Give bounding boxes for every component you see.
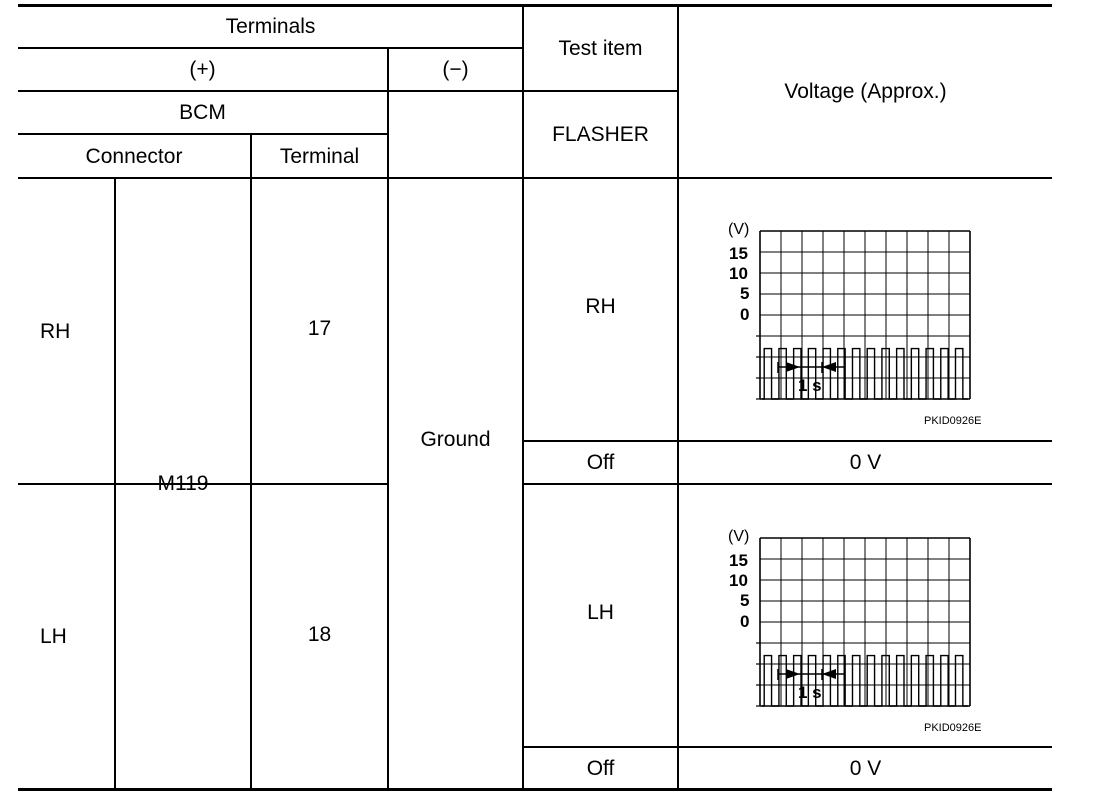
test-item-rh: RH: [585, 295, 616, 318]
figure-code: PKID0926E: [924, 415, 981, 427]
voltage-rh-off: 0 V: [849, 451, 882, 474]
header-connector: Connector: [85, 144, 183, 168]
rule-under-plus-minus: [18, 90, 678, 92]
col-rule-plus-minus: [387, 47, 389, 790]
header-terminal: Terminal: [279, 144, 360, 168]
figure-code: PKID0926E: [924, 722, 981, 734]
header-terminals: Terminals: [225, 15, 316, 38]
y-tick-label: 10: [729, 571, 748, 590]
y-tick-label: 15: [729, 244, 748, 263]
test-item-rh-off: Off: [586, 451, 615, 474]
header-plus: (+): [189, 58, 216, 81]
y-tick-label: 5: [740, 591, 749, 610]
header-bcm: BCM: [179, 101, 226, 124]
time-marker-label: 1 s: [798, 683, 822, 702]
y-tick-label: 15: [729, 551, 748, 570]
test-item-lh: LH: [587, 601, 614, 624]
rule-under-header: [18, 177, 1052, 179]
connector-m119: M119: [157, 472, 209, 495]
y-tick-label: 10: [729, 264, 748, 283]
header-flasher: FLASHER: [552, 123, 649, 146]
waveform-lh: (V) 15 10 5 0 1 s PKID0926E: [728, 528, 981, 734]
rule-rh-lh-separator: [18, 483, 388, 485]
time-marker-label: 1 s: [798, 376, 822, 395]
waveform-trace: [762, 654, 968, 707]
header-test-item: Test item: [558, 36, 643, 60]
waveform-unit: (V): [728, 528, 749, 545]
rule-under-terminals: [18, 47, 523, 49]
terminal-18: 18: [307, 622, 332, 646]
y-tick-label: 0: [740, 612, 749, 631]
voltage-lh-off: 0 V: [849, 756, 882, 780]
y-tick-label: 0: [740, 305, 749, 324]
waveform-grid: [756, 537, 971, 707]
waveform-unit: (V): [728, 221, 749, 238]
ground-label: Ground: [420, 427, 491, 451]
waveform-rh: (V) 15 10 5 0 1 s PKID0926E: [728, 221, 981, 427]
time-marker: 1 s: [777, 362, 844, 395]
waveform-y-ticks: 15 10 5 0: [729, 244, 749, 324]
row-lh-side: LH: [40, 625, 67, 648]
header-minus: (−): [442, 58, 469, 81]
rule-under-bcm: [18, 133, 388, 135]
waveform-trace: [762, 347, 968, 400]
rule-lh-off-top: [523, 746, 1052, 748]
waveform-grid: [756, 230, 971, 400]
header-voltage: Voltage (Approx.): [784, 80, 947, 103]
time-marker: 1 s: [777, 669, 844, 702]
waveform-y-ticks: 15 10 5 0: [729, 551, 749, 631]
test-item-lh-off: Off: [586, 756, 615, 780]
rule-rh-lh-separator-right: [523, 483, 1052, 485]
y-tick-label: 5: [740, 284, 749, 303]
row-rh-side: RH: [40, 319, 71, 343]
col-rule-terminals-test: [522, 4, 524, 790]
table-top-border: [18, 4, 1052, 7]
table-bottom-border: [18, 788, 1052, 791]
rule-rh-off-top: [523, 440, 1052, 442]
col-rule-after-side: [114, 177, 116, 790]
col-rule-after-connector: [250, 133, 252, 790]
col-rule-test-voltage: [677, 4, 679, 790]
terminal-17: 17: [307, 316, 332, 340]
